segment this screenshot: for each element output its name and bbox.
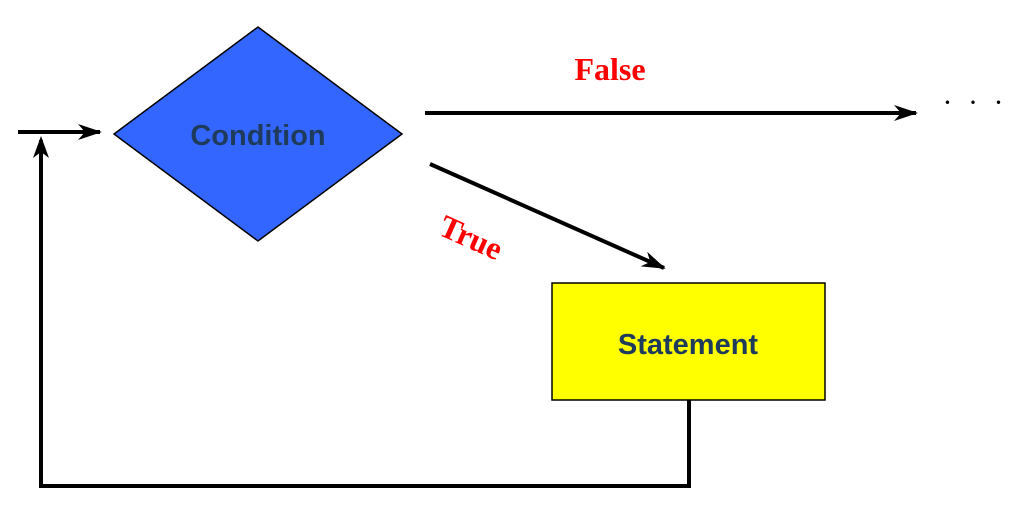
condition-diamond: [112, 26, 404, 242]
true-arrow: [429, 162, 666, 270]
statement-box: [551, 282, 826, 401]
false-label: False: [574, 51, 645, 87]
statement-label: Statement: [618, 329, 759, 361]
loop-back-arrowhead: [33, 136, 49, 158]
condition-label: Condition: [190, 120, 325, 152]
loop-back-path: [39, 140, 691, 488]
true-label: True: [434, 208, 508, 267]
continuation-ellipsis: · · ·: [943, 86, 1008, 119]
